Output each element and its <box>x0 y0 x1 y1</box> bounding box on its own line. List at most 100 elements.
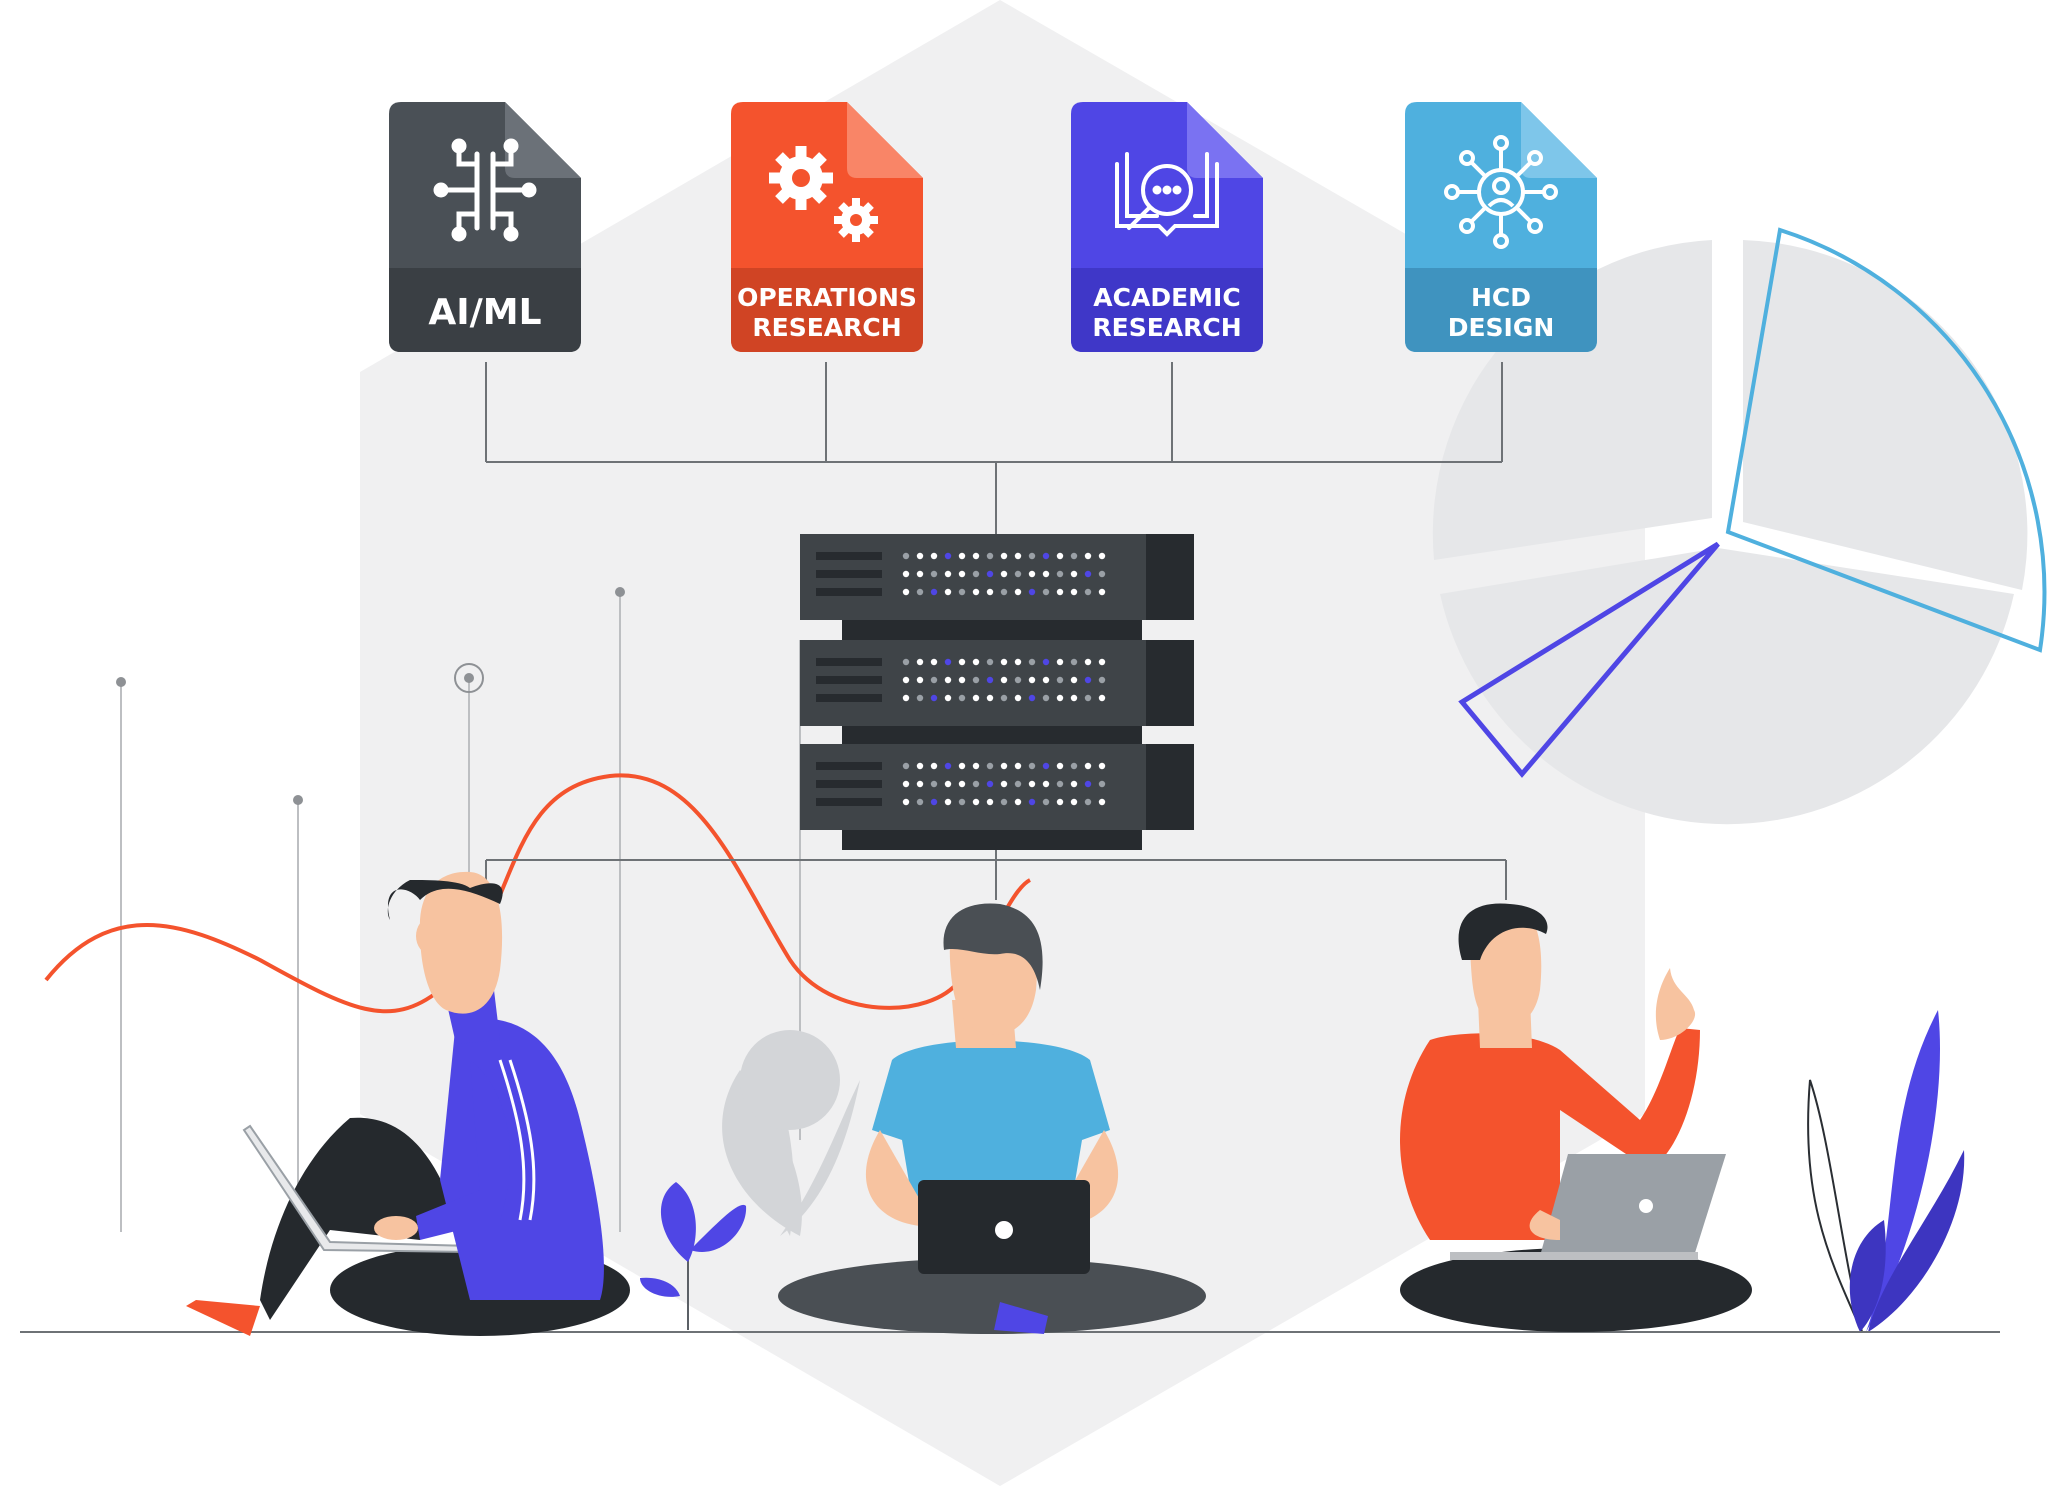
server-led <box>916 694 924 702</box>
chart-point <box>116 677 126 687</box>
server-led <box>1070 762 1078 770</box>
server-led <box>1084 798 1092 806</box>
document-operations-research[interactable]: OPERATIONS RESEARCH <box>731 102 923 352</box>
user-network-icon <box>1444 135 1558 249</box>
server-led <box>986 676 994 684</box>
server-led <box>930 588 938 596</box>
person-left <box>186 871 630 1336</box>
pie-chart <box>1432 227 2047 825</box>
document-label-line1: HCD <box>1471 283 1531 312</box>
server-led <box>1000 694 1008 702</box>
server-led <box>1000 798 1008 806</box>
server-led <box>916 676 924 684</box>
server-stack <box>800 534 1194 850</box>
server-led <box>902 694 910 702</box>
server-vent <box>816 762 882 770</box>
server-led <box>1084 658 1092 666</box>
server-led <box>972 798 980 806</box>
server-led <box>1070 780 1078 788</box>
server-led <box>930 676 938 684</box>
server-led <box>972 762 980 770</box>
document-hcd-design[interactable]: HCD DESIGN <box>1405 102 1597 352</box>
server-led <box>1000 570 1008 578</box>
trend-wave-line <box>44 773 1032 1014</box>
document-label-line2: RESEARCH <box>1092 313 1241 342</box>
server-led <box>1084 694 1092 702</box>
server-led <box>986 588 994 596</box>
server-led <box>1056 570 1064 578</box>
server-unit-back <box>1140 534 1194 620</box>
server-led <box>1042 658 1050 666</box>
server-led <box>1098 570 1106 578</box>
server-led <box>1028 798 1036 806</box>
server-led <box>1028 676 1036 684</box>
server-led <box>1000 780 1008 788</box>
server-vent <box>816 798 882 806</box>
connector-lines <box>485 362 1507 900</box>
server-led <box>1056 676 1064 684</box>
server-led <box>1014 762 1022 770</box>
server-led <box>1098 694 1106 702</box>
server-led <box>1028 658 1036 666</box>
server-led <box>1098 658 1106 666</box>
server-led <box>902 658 910 666</box>
server-led <box>944 658 952 666</box>
server-led <box>1084 780 1092 788</box>
server-led <box>944 780 952 788</box>
server-led <box>944 676 952 684</box>
server-vent <box>816 676 882 684</box>
server-led <box>1084 762 1092 770</box>
pie-slice-bottom <box>1440 548 2014 825</box>
server-led <box>972 570 980 578</box>
server-led <box>1042 676 1050 684</box>
server-led <box>986 570 994 578</box>
server-led <box>972 552 980 560</box>
chart-point-target <box>454 663 484 693</box>
server-led <box>1042 570 1050 578</box>
server-led <box>1042 780 1050 788</box>
document-label-line2: RESEARCH <box>752 313 901 342</box>
server-led <box>1070 798 1078 806</box>
server-vent <box>816 658 882 666</box>
chart-point <box>464 673 474 683</box>
blue-leaf-plant-small <box>640 1182 747 1330</box>
server-led <box>958 552 966 560</box>
pie-slice-top-left <box>1432 240 1712 560</box>
server-led <box>1070 552 1078 560</box>
document-ai-ml[interactable]: AI/ML <box>389 102 581 352</box>
server-led <box>1028 588 1036 596</box>
server-led <box>1000 762 1008 770</box>
server-led <box>1014 552 1022 560</box>
document-label-line1: AI/ML <box>428 292 541 333</box>
server-led <box>902 552 910 560</box>
server-led <box>944 588 952 596</box>
neural-chip-icon <box>433 138 537 242</box>
server-led <box>902 676 910 684</box>
server-led <box>930 552 938 560</box>
server-led <box>1028 780 1036 788</box>
server-led <box>1084 552 1092 560</box>
gears-icon <box>769 146 878 242</box>
server-led <box>916 762 924 770</box>
server-led <box>972 588 980 596</box>
server-led <box>958 658 966 666</box>
document-academic-research[interactable]: ACADEMIC RESEARCH <box>1071 102 1263 352</box>
server-led <box>1014 694 1022 702</box>
person-middle <box>778 903 1206 1334</box>
server-led <box>902 588 910 596</box>
server-unit-back <box>1140 640 1194 726</box>
server-led <box>930 570 938 578</box>
server-vent <box>816 570 882 578</box>
server-led <box>1000 552 1008 560</box>
document-label-line1: ACADEMIC <box>1093 283 1240 312</box>
server-led <box>1056 780 1064 788</box>
server-led <box>1028 762 1036 770</box>
server-unit-base <box>842 830 1142 850</box>
server-led <box>1056 588 1064 596</box>
server-led <box>986 762 994 770</box>
server-led <box>1000 588 1008 596</box>
pie-slice-highlight-cyan <box>1725 227 2047 653</box>
server-led <box>1042 694 1050 702</box>
server-led <box>1028 570 1036 578</box>
